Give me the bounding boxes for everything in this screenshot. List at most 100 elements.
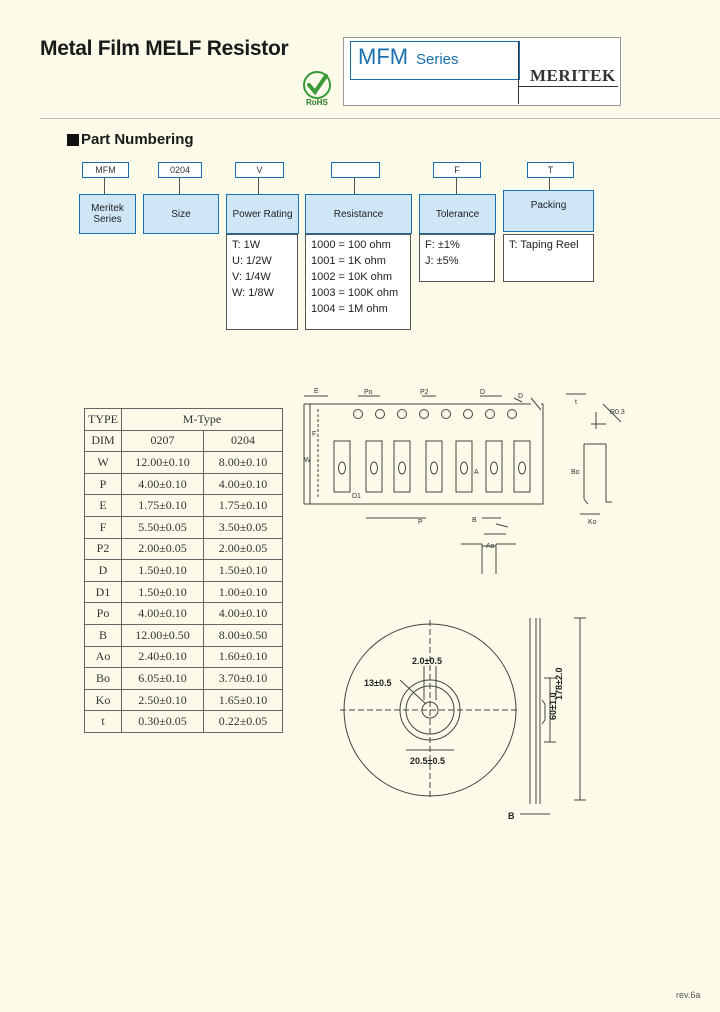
power-option: T: 1W (232, 239, 261, 251)
label-a: A (474, 469, 479, 476)
value-0207: 0.30±0.05 (121, 710, 204, 733)
power-option: V: 1/4W (232, 271, 271, 283)
dim-name: F (84, 515, 122, 539)
packing-options: T: Taping Reel (503, 234, 594, 282)
type-label: TYPE (84, 408, 122, 431)
dim-name: Ao (84, 645, 122, 669)
label-hub-width: 60±1.0 (548, 693, 558, 720)
value-0207: 2.40±0.10 (121, 645, 204, 669)
value-0204: 4.00±0.10 (203, 472, 283, 496)
connector (179, 177, 180, 194)
dim-name: P2 (84, 537, 122, 561)
value-0207: 5.50±0.05 (121, 515, 204, 539)
code-packing: T (527, 162, 574, 178)
reel-dia-dimension (574, 617, 586, 801)
tape-outline (303, 403, 544, 505)
hub-width-dimension (544, 677, 556, 743)
value-0204: 0.22±0.05 (203, 710, 283, 733)
field-power-rating: Power Rating (226, 194, 299, 234)
type-value: M-Type (121, 408, 283, 431)
rohs-check-icon (303, 71, 331, 99)
header-rule (40, 118, 720, 119)
value-0207: 1.50±0.10 (121, 559, 204, 582)
revision-label: rev.6a (676, 990, 701, 1000)
value-0204: 1.50±0.10 (203, 559, 283, 582)
table-row: TYPE M-Type (84, 408, 283, 431)
connector (549, 177, 550, 194)
code-power: V (235, 162, 284, 178)
d-leader (513, 397, 523, 403)
field-size: Size (143, 194, 219, 234)
pockets (333, 440, 531, 493)
brand-logo: MERITEK (530, 66, 616, 85)
label-po: Po (364, 389, 373, 396)
label-d1: D1 (352, 493, 361, 500)
label-ko: Ko (588, 519, 597, 526)
value-0207: 4.00±0.10 (121, 472, 204, 496)
connector (354, 177, 355, 194)
value-0207: 12.00±0.10 (121, 451, 204, 474)
label-ro: R0.3 (610, 409, 625, 416)
dim-name: D1 (84, 580, 122, 604)
value-0207: 4.00±0.10 (121, 602, 204, 625)
radius-leader (602, 403, 622, 423)
value-0204: 8.00±0.50 (203, 623, 283, 647)
field-packing: Packing (503, 190, 594, 232)
carrier-tape-diagram: E Po P2 D D F W D1 P B A Ao Bo Ko t R0.3 (303, 388, 625, 574)
label-bo: Bo (571, 469, 580, 476)
ao-profile (461, 543, 516, 574)
dim-name: D (84, 559, 122, 582)
series-code: MFM (358, 44, 409, 69)
label-b: B (508, 811, 515, 821)
label-w: W (304, 457, 311, 464)
value-0207: 6.05±0.10 (121, 667, 204, 690)
value-0204: 1.60±0.10 (203, 645, 283, 669)
value-0204: 4.00±0.10 (203, 602, 283, 625)
value-0207: 12.00±0.50 (121, 623, 204, 647)
col-0207: 0207 (121, 429, 204, 453)
label-d: D (480, 389, 485, 396)
label-hub-outer: 20.5±0.5 (410, 756, 445, 766)
hub-slot (423, 666, 437, 700)
connector (258, 177, 259, 194)
value-0204: 8.00±0.10 (203, 451, 283, 474)
label-t: t (575, 399, 577, 406)
pocket-section-profile (566, 393, 612, 515)
tolerance-option: F: ±1% (425, 239, 460, 251)
resistance-option: 1002 = 10K ohm (311, 271, 393, 283)
value-0207: 1.50±0.10 (121, 580, 204, 604)
page-title: Metal Film MELF Resistor (40, 37, 289, 60)
label-p2: P2 (420, 389, 429, 396)
hub-dia-leader (399, 679, 427, 705)
packing-option: T: Taping Reel (509, 239, 579, 251)
value-0207: 2.50±0.10 (121, 688, 204, 712)
value-0204: 1.75±0.10 (203, 494, 283, 517)
resistance-option: 1001 = 1K ohm (311, 255, 386, 267)
field-tolerance: Tolerance (419, 194, 496, 234)
label-reel-dia: 178±2.0 (554, 668, 564, 700)
brand-underline (518, 86, 618, 87)
label-e: E (314, 388, 319, 395)
label-f: F (312, 431, 316, 438)
dim-label: DIM (84, 429, 122, 453)
value-0204: 1.00±0.10 (203, 580, 283, 604)
reel-side-view (529, 618, 546, 804)
dim-name: Bo (84, 667, 122, 690)
connector (456, 177, 457, 194)
sprocket-holes (353, 409, 517, 419)
field-series: Meritek Series (79, 194, 136, 234)
dim-name: Po (84, 602, 122, 625)
dim-name: E (84, 494, 122, 517)
